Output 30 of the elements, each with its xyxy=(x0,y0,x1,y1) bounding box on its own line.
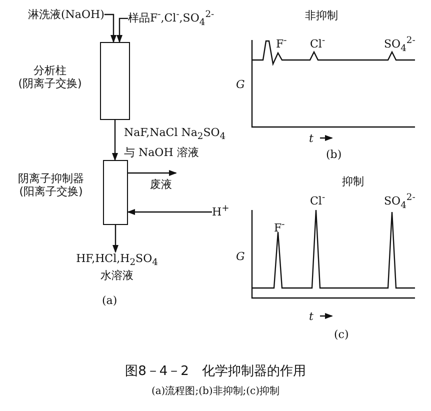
separation-column xyxy=(100,42,130,120)
column-caption: 分析柱 (阴离子交换) xyxy=(17,64,83,90)
panel-label: (c) xyxy=(334,328,349,341)
eluent-label: 淋洗液(NaOH) xyxy=(28,8,104,21)
arrow xyxy=(112,120,118,161)
axis-label: t xyxy=(309,310,314,323)
arrow xyxy=(104,14,116,43)
chart-title: 非抑制 xyxy=(305,9,338,22)
arrow xyxy=(116,18,128,43)
edge-label: NaF,NaCl Na$_{2}$SO$_{4}$ 与 NaOH 溶液 xyxy=(124,125,227,162)
arrow xyxy=(127,209,212,215)
caption-subtitle: (a)流程图;(b)非抑制;(c)抑制 xyxy=(150,385,281,398)
panel-label: (b) xyxy=(326,148,342,161)
suppressor-column xyxy=(103,160,128,225)
chart-title: 抑制 xyxy=(342,175,364,188)
arrow xyxy=(128,170,177,176)
edge-label: 废液 xyxy=(150,178,172,191)
arrow xyxy=(112,225,118,253)
peak-label: Cl$^{-}$ xyxy=(310,34,326,51)
figure-caption: 图8－4－2 化学抑制器的作用 xyxy=(124,364,307,380)
product-label: HF,HCl,H$_{2}$SO$_{4}$ 水溶液 xyxy=(72,252,162,282)
peak-label: F$^{-}$ xyxy=(274,218,285,235)
peak-label: F$^{-}$ xyxy=(276,34,287,51)
axis-label: t xyxy=(309,132,314,145)
axis-label: G xyxy=(236,250,245,263)
peak-label: Cl$^{-}$ xyxy=(310,191,326,208)
panel-label: (a) xyxy=(102,294,118,307)
axis-label: G xyxy=(236,78,245,91)
ion-label: H$^{+}$ xyxy=(212,202,230,219)
column-caption: 阴离子抑制器 (阳离子交换) xyxy=(17,172,85,198)
